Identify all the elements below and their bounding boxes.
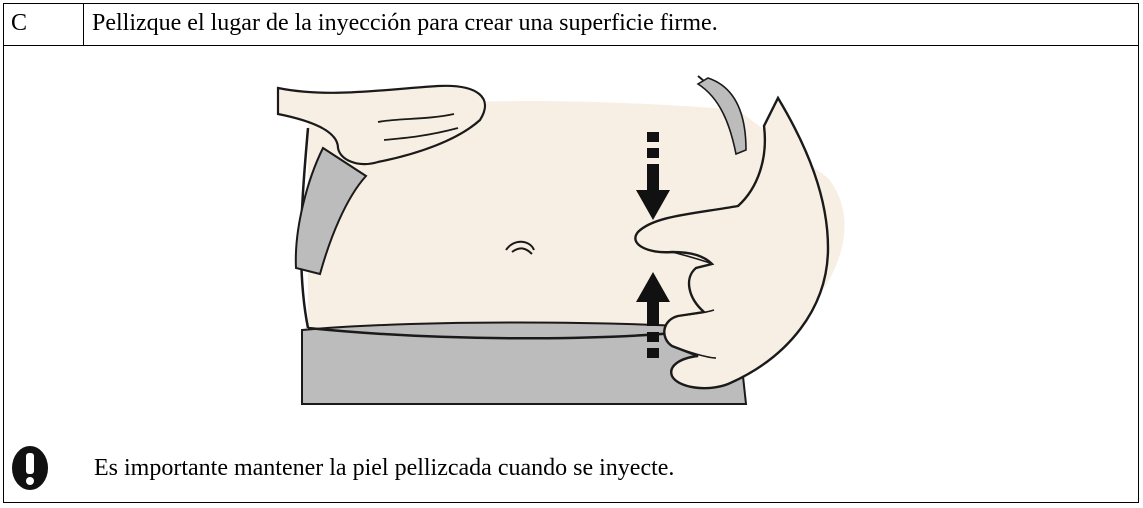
shirt-flap <box>294 146 368 276</box>
down-arrow-icon <box>636 132 670 220</box>
instruction-table: C Pellizque el lugar de la inyección par… <box>3 3 1139 503</box>
upper-hand <box>276 84 486 166</box>
step-instruction: Pellizque el lugar de la inyección para … <box>92 10 718 36</box>
navel <box>505 240 535 255</box>
exclamation-icon <box>12 446 48 490</box>
right-fabric <box>696 77 747 156</box>
warning-row: Es importante mantener la piel pellizcad… <box>10 444 1110 490</box>
step-letter: C <box>11 10 28 36</box>
finger-lines <box>671 251 717 359</box>
warning-text: Es importante mantener la piel pellizcad… <box>94 455 675 481</box>
step-header-row: C Pellizque el lugar de la inyección par… <box>4 4 1138 46</box>
pinch-abdomen-illustration <box>276 75 845 405</box>
step-letter-cell: C <box>4 4 84 45</box>
upper-hand-fingers <box>377 113 459 141</box>
up-arrow-icon <box>636 272 670 358</box>
